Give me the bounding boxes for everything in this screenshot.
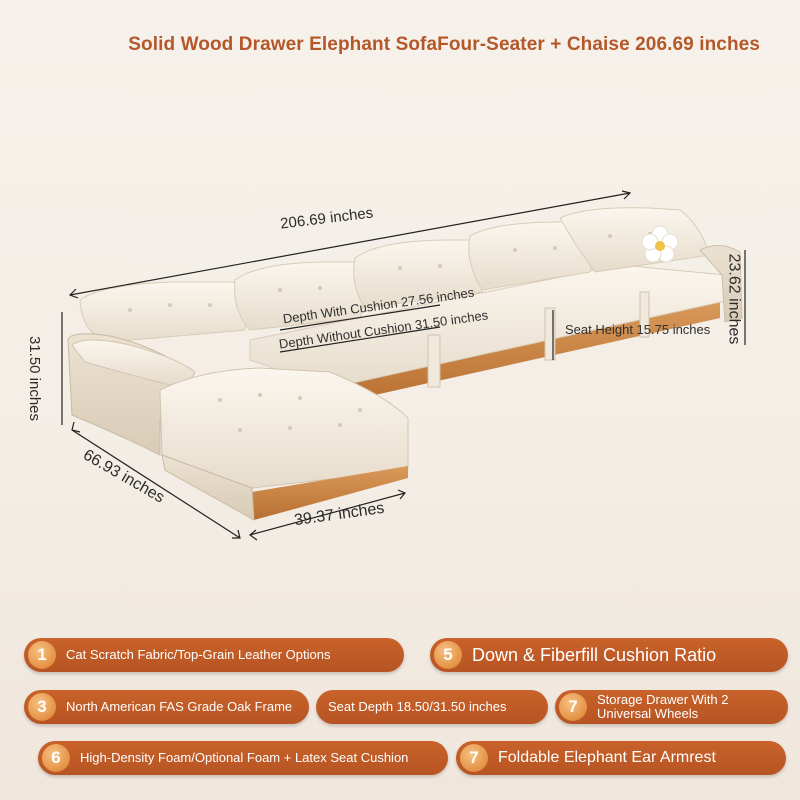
feature-text: Seat Depth 18.50/31.50 inches — [328, 699, 507, 714]
feature-cushion-ratio: 5 Down & Fiberfill Cushion Ratio — [430, 638, 788, 672]
dimension-lines — [61, 190, 746, 541]
feature-text: North American FAS Grade Oak Frame — [66, 699, 293, 714]
product-title: Solid Wood Drawer Elephant SofaFour-Seat… — [128, 34, 760, 55]
feature-text: Storage Drawer With 2 Universal Wheels — [597, 692, 729, 721]
drawer-base-chaise — [252, 466, 408, 520]
feature-text: High-Density Foam/Optional Foam + Latex … — [80, 750, 409, 765]
feature-oak-frame: 3 North American FAS Grade Oak Frame — [24, 690, 309, 724]
seat-height-label: Seat Height 15.75 inches — [565, 322, 711, 337]
feature-number-badge: 6 — [42, 744, 70, 772]
feature-text: Foldable Elephant Ear Armrest — [498, 749, 716, 766]
feature-fabric-options: 1 Cat Scratch Fabric/Top-Grain Leather O… — [24, 638, 404, 672]
sofa-chaise-section — [67, 333, 409, 521]
feature-storage-drawer: 7 Storage Drawer With 2 Universal Wheels — [555, 690, 788, 724]
arm-height-label: 31.50 inches — [26, 335, 44, 422]
feature-number-badge: 7 — [559, 693, 587, 721]
back-height-label: 23.62 inches — [725, 253, 743, 345]
feature-number-badge: 3 — [28, 693, 56, 721]
flower-decoration — [641, 225, 679, 263]
feature-text: Cat Scratch Fabric/Top-Grain Leather Opt… — [66, 647, 331, 662]
feature-elephant-armrest: 7 Foldable Elephant Ear Armrest — [456, 741, 786, 775]
feature-text: Down & Fiberfill Cushion Ratio — [472, 645, 717, 665]
sofa-back-section — [79, 207, 743, 405]
feature-foam-cushion: 6 High-Density Foam/Optional Foam + Late… — [38, 741, 448, 775]
feature-number-badge: 5 — [434, 641, 462, 669]
feature-seat-depth: Seat Depth 18.50/31.50 inches — [316, 690, 548, 724]
feature-number-badge: 7 — [460, 744, 488, 772]
feature-number-badge: 1 — [28, 641, 56, 669]
